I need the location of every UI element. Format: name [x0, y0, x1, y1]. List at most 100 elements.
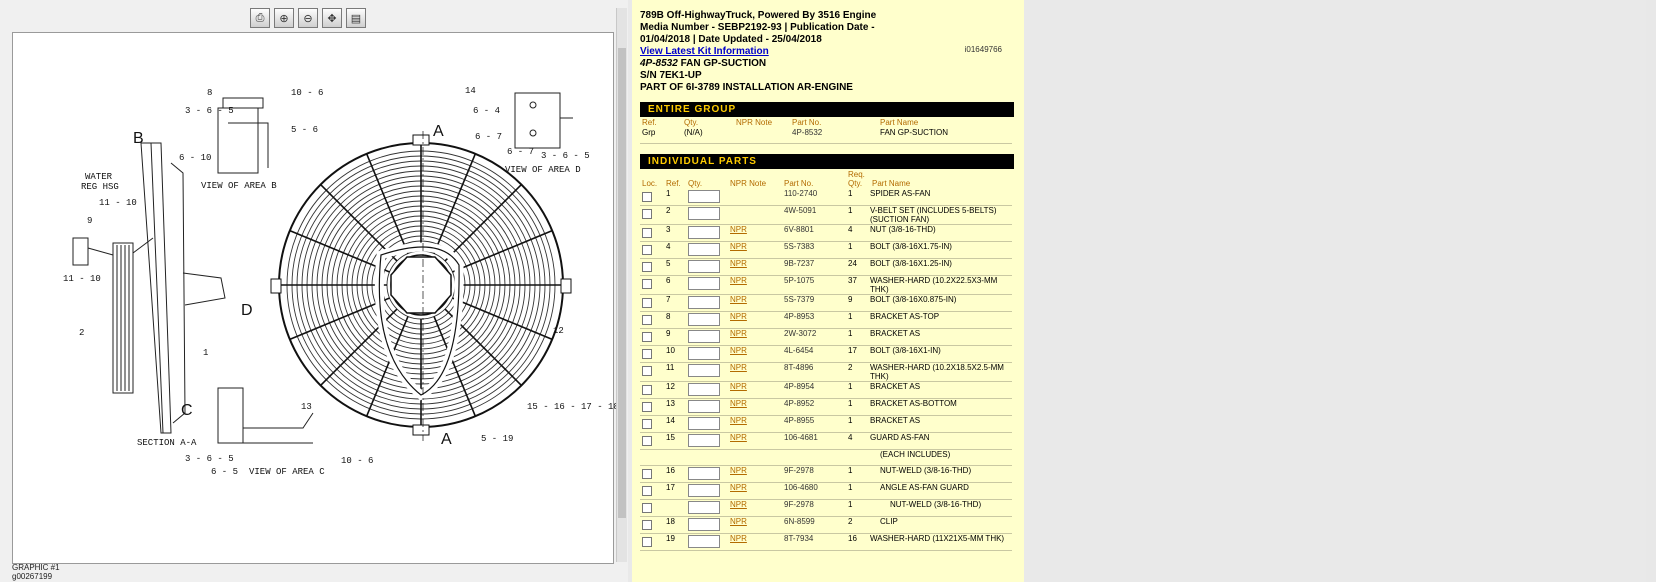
- view-b-detail: [217, 97, 269, 174]
- location-checkbox[interactable]: [642, 245, 652, 255]
- npr-link[interactable]: NPR: [730, 399, 747, 408]
- part-name-cell: GUARD AS-FAN: [870, 432, 1012, 450]
- location-checkbox[interactable]: [642, 366, 652, 376]
- qty-input[interactable]: [688, 330, 720, 343]
- npr-link[interactable]: NPR: [730, 259, 747, 268]
- view-c-detail: [217, 387, 314, 444]
- drawing-label: B: [133, 130, 144, 147]
- req-qty-cell: 2: [846, 362, 870, 382]
- npr-link[interactable]: NPR: [730, 382, 747, 391]
- qty-input[interactable]: [688, 190, 720, 203]
- location-checkbox[interactable]: [642, 520, 652, 530]
- graphic-scrollbar-thumb[interactable]: [618, 48, 626, 518]
- zoom-out-icon[interactable]: ⊖: [298, 8, 318, 28]
- npr-link[interactable]: NPR: [730, 433, 747, 442]
- part-number-cell: 8T-4896: [782, 362, 846, 382]
- npr-link[interactable]: NPR: [730, 329, 747, 338]
- npr-link[interactable]: NPR: [730, 500, 747, 509]
- qty-input[interactable]: [688, 226, 720, 239]
- qty-input[interactable]: [688, 347, 720, 360]
- part-number-cell: 2W-3072: [782, 328, 846, 346]
- ref-cell: 7: [664, 294, 686, 312]
- fit-icon[interactable]: ✥: [322, 8, 342, 28]
- qty-input[interactable]: [688, 313, 720, 326]
- parts-scrollbar[interactable]: [1646, 0, 1656, 582]
- npr-link[interactable]: NPR: [730, 416, 747, 425]
- qty-input[interactable]: [688, 434, 720, 447]
- npr-link[interactable]: NPR: [730, 363, 747, 372]
- part-number-cell: 4P-8953: [782, 311, 846, 329]
- location-checkbox[interactable]: [642, 436, 652, 446]
- location-checkbox[interactable]: [642, 209, 652, 219]
- location-checkbox[interactable]: [642, 262, 652, 272]
- npr-link[interactable]: NPR: [730, 346, 747, 355]
- qty-input[interactable]: [688, 383, 720, 396]
- location-checkbox[interactable]: [642, 503, 652, 513]
- npr-link[interactable]: NPR: [730, 312, 747, 321]
- qty-input[interactable]: [688, 277, 720, 290]
- location-checkbox[interactable]: [642, 192, 652, 202]
- location-checkbox[interactable]: [642, 402, 652, 412]
- qty-input[interactable]: [688, 501, 720, 514]
- graphic-scrollbar[interactable]: [616, 8, 627, 562]
- print-icon[interactable]: ⎙: [250, 8, 270, 28]
- qty-input[interactable]: [688, 207, 720, 220]
- ref-cell: 12: [664, 381, 686, 399]
- part-name-cell: BOLT (3/8-16X0.875-IN): [870, 294, 1012, 312]
- qty-input[interactable]: [688, 518, 720, 531]
- drawing-label: SECTION A-A: [137, 438, 197, 448]
- parts-header: 789B Off-HighwayTruck, Powered By 3516 E…: [632, 0, 1024, 94]
- npr-link[interactable]: NPR: [730, 483, 747, 492]
- part-number-cell: [782, 449, 846, 466]
- location-checkbox[interactable]: [642, 385, 652, 395]
- req-qty-cell: 4: [846, 432, 870, 450]
- qty-input[interactable]: [688, 417, 720, 430]
- ref-cell: 5: [664, 258, 686, 276]
- drawing-label: C: [181, 402, 193, 419]
- location-checkbox[interactable]: [642, 537, 652, 547]
- part-number-cell: 9B-7237: [782, 258, 846, 276]
- location-checkbox[interactable]: [642, 279, 652, 289]
- ref-cell: 18: [664, 516, 686, 534]
- npr-link[interactable]: NPR: [730, 295, 747, 304]
- req-qty-cell: 1: [846, 381, 870, 399]
- save-icon[interactable]: ▤: [346, 8, 366, 28]
- npr-link[interactable]: NPR: [730, 276, 747, 285]
- location-checkbox[interactable]: [642, 228, 652, 238]
- col-header: Ref.: [642, 118, 657, 127]
- npr-link[interactable]: NPR: [730, 225, 747, 234]
- npr-link[interactable]: NPR: [730, 534, 747, 543]
- part-number-cell: 5S-7383: [782, 241, 846, 259]
- ref-cell: [664, 449, 686, 466]
- drawing-label: 10 - 6: [341, 456, 373, 466]
- qty-input[interactable]: [688, 400, 720, 413]
- npr-link[interactable]: NPR: [730, 517, 747, 526]
- parts-drawing[interactable]: 8 10 - 6 3 - 6 - 5 5 - 6 6 - 10 B VIEW O…: [12, 32, 619, 564]
- location-checkbox[interactable]: [642, 349, 652, 359]
- location-checkbox[interactable]: [642, 419, 652, 429]
- qty-input[interactable]: [688, 484, 720, 497]
- location-checkbox[interactable]: [642, 298, 652, 308]
- location-checkbox[interactable]: [642, 332, 652, 342]
- location-checkbox[interactable]: [642, 315, 652, 325]
- qty-input[interactable]: [688, 364, 720, 377]
- qty-input[interactable]: [688, 296, 720, 309]
- view-kit-link[interactable]: View Latest Kit Information: [640, 46, 769, 57]
- qty-input[interactable]: [688, 243, 720, 256]
- group-part-name: FAN GP-SUCTION: [677, 58, 767, 69]
- ref-cell: 14: [664, 415, 686, 433]
- npr-link[interactable]: NPR: [730, 242, 747, 251]
- qty-input[interactable]: [688, 535, 720, 548]
- location-checkbox[interactable]: [642, 486, 652, 496]
- ref-cell: 2: [664, 205, 686, 225]
- qty-input[interactable]: [688, 260, 720, 273]
- zoom-in-icon[interactable]: ⊕: [274, 8, 294, 28]
- npr-link[interactable]: NPR: [730, 466, 747, 475]
- group-part-number: 4P-8532: [640, 58, 678, 69]
- req-qty-cell: 37: [846, 275, 870, 295]
- qty-input[interactable]: [688, 467, 720, 480]
- location-checkbox[interactable]: [642, 469, 652, 479]
